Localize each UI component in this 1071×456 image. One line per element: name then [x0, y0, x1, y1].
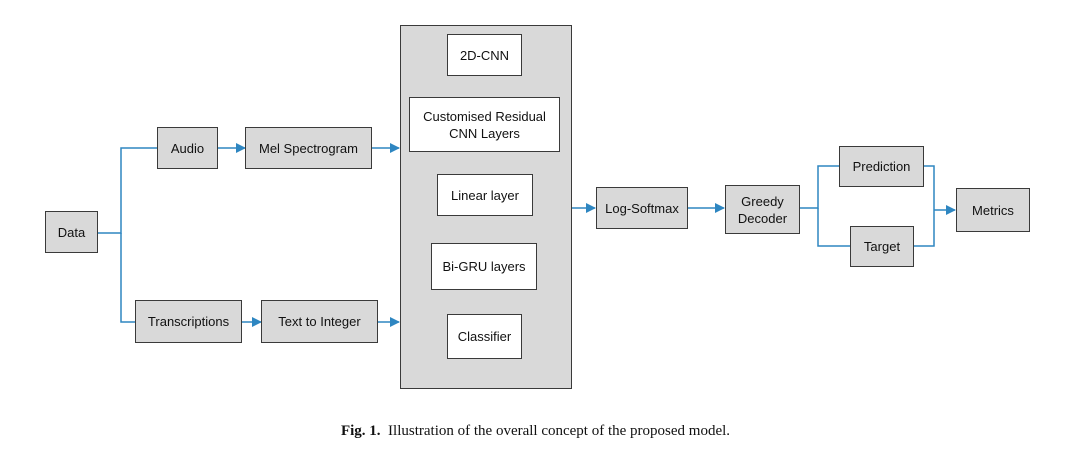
edge-prediction-to-metrics: [924, 165, 935, 210]
audio-node: Audio: [157, 127, 218, 169]
prediction-node: Prediction: [839, 146, 924, 187]
edge-greedy-to-prediction: [800, 165, 839, 209]
cnn2d-node: 2D-CNN: [447, 34, 522, 76]
caption-text: Illustration of the overall concept of t…: [388, 423, 731, 439]
target-node: Target: [850, 226, 914, 267]
logsoftmax-node: Log-Softmax: [596, 187, 688, 229]
edge-target-to-metrics: [914, 210, 935, 247]
edge-data-to-transcriptions: [120, 233, 135, 323]
residual-cnn-node: Customised Residual CNN Layers: [409, 97, 560, 152]
linear-layer-node: Linear layer: [437, 174, 533, 216]
edge-data-to-audio: [98, 147, 157, 234]
caption-label: Fig. 1.: [340, 423, 381, 439]
data-node: Data: [45, 211, 98, 253]
edge-greedy-to-target: [817, 208, 850, 247]
classifier-node: Classifier: [447, 314, 522, 359]
bigru-node: Bi-GRU layers: [431, 243, 537, 290]
text-to-integer-node: Text to Integer: [261, 300, 378, 343]
figure-caption: Fig. 1. Illustration of the overall conc…: [0, 423, 1071, 440]
metrics-node: Metrics: [956, 188, 1030, 232]
greedy-decoder-node: Greedy Decoder: [725, 185, 800, 234]
mel-spectrogram-node: Mel Spectrogram: [245, 127, 372, 169]
transcriptions-node: Transcriptions: [135, 300, 242, 343]
